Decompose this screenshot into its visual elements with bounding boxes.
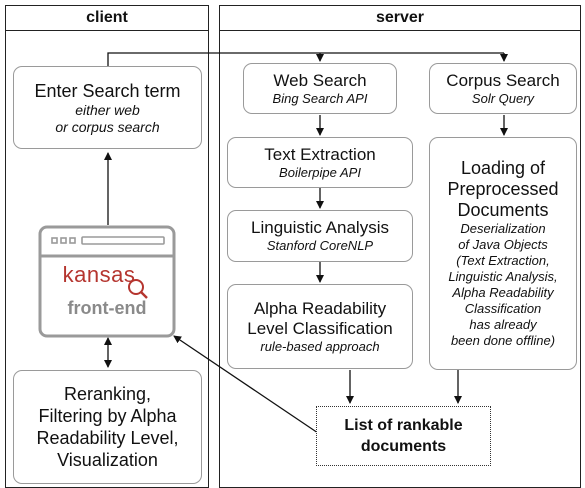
web-search-title: Web Search bbox=[273, 70, 367, 90]
loading-sub-7: has already bbox=[469, 317, 537, 332]
loading-sub-1: Deserialization bbox=[460, 221, 546, 236]
linguistic-analysis-title: Linguistic Analysis bbox=[251, 218, 389, 237]
front-end-label: front-end bbox=[67, 298, 147, 318]
enter-search-term-sub-2: or corpus search bbox=[55, 118, 160, 135]
loading-sub-3: (Text Extraction, bbox=[456, 253, 550, 268]
corpus-search-title: Corpus Search bbox=[446, 70, 560, 90]
loading-sub-8: been done offline) bbox=[450, 333, 556, 348]
alpha-readability-title-1: Alpha Readability bbox=[253, 298, 387, 318]
text-extraction-title: Text Extraction bbox=[264, 144, 376, 164]
alpha-readability-box: Alpha Readability Level Classification r… bbox=[227, 284, 413, 369]
loading-title-1: Loading of bbox=[460, 158, 546, 178]
reranking-line-3: Readability Level, bbox=[36, 428, 179, 448]
enter-search-term-box: Enter Search term either web or corpus s… bbox=[13, 66, 202, 149]
loading-title-2: Preprocessed bbox=[447, 179, 559, 199]
enter-search-term-sub-1: either web bbox=[75, 101, 140, 118]
web-search-box: Web Search Bing Search API bbox=[243, 63, 397, 114]
reranking-box: Reranking, Filtering by Alpha Readabilit… bbox=[13, 370, 202, 484]
loading-sub-6: Classification bbox=[464, 301, 542, 316]
enter-search-term-title: Enter Search term bbox=[34, 80, 181, 101]
linguistic-analysis-box: Linguistic Analysis Stanford CoreNLP bbox=[227, 210, 413, 262]
rankable-line-1: List of rankable bbox=[344, 417, 463, 434]
kansas-logo-text: kansas bbox=[62, 262, 136, 287]
reranking-line-1: Reranking, bbox=[63, 384, 152, 404]
text-extraction-box: Text Extraction Boilerpipe API bbox=[227, 137, 413, 188]
magnifier-icon bbox=[128, 279, 148, 299]
rankable-line-2: documents bbox=[360, 438, 447, 455]
list-to-frontend-arrow bbox=[173, 335, 319, 434]
rankable-documents-box: List of rankable documents bbox=[316, 406, 491, 466]
loading-sub-2: of Java Objects bbox=[458, 237, 548, 252]
loading-sub-5: Alpha Readability bbox=[452, 285, 554, 300]
loading-preprocessed-box: Loading of Preprocessed Documents Deseri… bbox=[429, 137, 577, 370]
search-to-server-connector bbox=[107, 52, 504, 66]
loading-title-3: Documents bbox=[457, 200, 549, 220]
alpha-readability-title-2: Level Classification bbox=[247, 318, 393, 338]
alpha-readability-sub: rule-based approach bbox=[260, 338, 380, 354]
corpus-search-sub: Solr Query bbox=[471, 90, 535, 106]
corpus-search-box: Corpus Search Solr Query bbox=[429, 63, 577, 114]
linguistic-analysis-sub: Stanford CoreNLP bbox=[266, 238, 374, 253]
loading-sub-4: Linguistic Analysis, bbox=[448, 269, 558, 284]
reranking-line-4: Visualization bbox=[57, 450, 158, 470]
server-lane-title: server bbox=[220, 6, 580, 31]
browser-window-icon bbox=[38, 225, 176, 338]
text-extraction-sub: Boilerpipe API bbox=[279, 164, 361, 180]
web-search-sub: Bing Search API bbox=[272, 90, 368, 106]
reranking-line-2: Filtering by Alpha bbox=[38, 406, 177, 426]
client-lane-title: client bbox=[6, 6, 208, 31]
